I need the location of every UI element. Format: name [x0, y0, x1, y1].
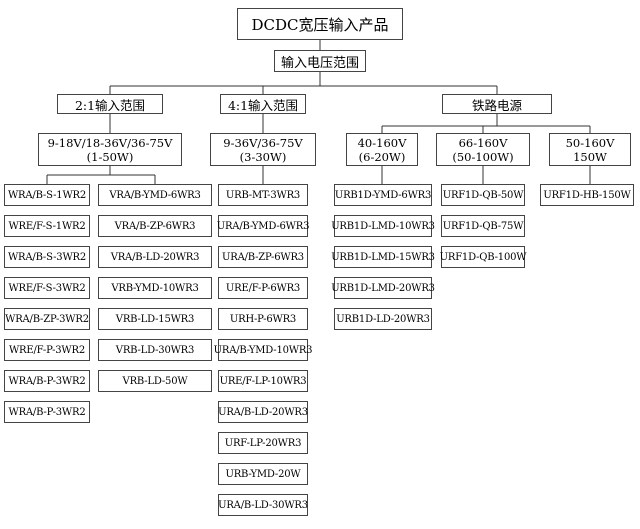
product-item: URB1D-LMD-20WR3	[331, 277, 435, 299]
product-item: VRA/B-LD-20WR3	[98, 246, 212, 268]
input-voltage-range-node: 输入电压范围	[274, 50, 366, 72]
group-node-2: 4:1输入范围	[220, 94, 306, 114]
spec-voltage: 9-36V/36-75V	[223, 135, 303, 150]
spec-node-2-1: 9-36V/36-75V(3-30W)	[210, 133, 316, 166]
product-item: URF1D-HB-150W	[540, 184, 634, 206]
product-item: URB1D-YMD-6WR3	[334, 184, 432, 206]
product-item: URB-YMD-20W	[218, 463, 308, 485]
product-item: URF-LP-20WR3	[218, 432, 308, 454]
spec-power: 150W	[573, 149, 607, 164]
spec-power: (50-100W)	[452, 149, 514, 164]
spec-voltage: 40-160V	[357, 135, 407, 150]
product-item: WRE/F-S-3WR2	[4, 277, 90, 299]
spec-voltage: 66-160V	[458, 135, 508, 150]
product-item: URE/F-P-6WR3	[218, 277, 308, 299]
spec-node-3-1: 40-160V(6-20W)	[346, 133, 418, 166]
product-item: VRA/B-YMD-6WR3	[98, 184, 212, 206]
product-item: VRB-LD-15WR3	[98, 308, 212, 330]
product-item: WRA/B-P-3WR2	[4, 401, 90, 423]
product-item: URB1D-LMD-10WR3	[331, 215, 435, 237]
product-item: WRA/B-S-1WR2	[4, 184, 90, 206]
product-item: WRA/B-S-3WR2	[4, 246, 90, 268]
product-item: URA/B-ZP-6WR3	[218, 246, 308, 268]
product-item: URA/B-LD-30WR3	[218, 494, 308, 516]
product-item: WRE/F-P-3WR2	[4, 339, 90, 361]
product-item: VRB-YMD-10WR3	[98, 277, 212, 299]
product-item: URB1D-LD-20WR3	[334, 308, 432, 330]
root-node: DCDC宽压输入产品	[237, 8, 403, 40]
group-node-1: 2:1输入范围	[57, 94, 163, 114]
spec-power: (3-30W)	[239, 149, 287, 164]
product-item: URB1D-LMD-15WR3	[331, 246, 435, 268]
product-item: URF1D-QB-50W	[441, 184, 525, 206]
spec-voltage: 50-160V	[565, 135, 615, 150]
product-item: VRB-LD-30WR3	[98, 339, 212, 361]
spec-power: (6-20W)	[358, 149, 406, 164]
product-item: URE/F-LP-10WR3	[218, 370, 308, 392]
product-item: WRA/B-P-3WR2	[4, 370, 90, 392]
product-item: VRA/B-ZP-6WR3	[98, 215, 212, 237]
product-item: URH-P-6WR3	[218, 308, 308, 330]
product-item: URA/B-LD-20WR3	[218, 401, 308, 423]
product-item: URA/B-YMD-6WR3	[217, 215, 309, 237]
product-item: WRA/B-ZP-3WR2	[4, 308, 90, 330]
spec-node-1-1: 9-18V/18-36V/36-75V(1-50W)	[38, 133, 182, 166]
spec-voltage: 9-18V/18-36V/36-75V	[47, 135, 173, 150]
product-item: URF1D-QB-100W	[440, 246, 527, 268]
product-item: VRB-LD-50W	[98, 370, 212, 392]
product-item: URB-MT-3WR3	[218, 184, 308, 206]
product-item: WRE/F-S-1WR2	[4, 215, 90, 237]
spec-power: (1-50W)	[86, 149, 134, 164]
product-item: URF1D-QB-75W	[441, 215, 525, 237]
spec-node-3-2: 66-160V(50-100W)	[436, 133, 530, 166]
group-node-3: 铁路电源	[442, 94, 552, 114]
product-item: URA/B-YMD-10WR3	[214, 339, 313, 361]
